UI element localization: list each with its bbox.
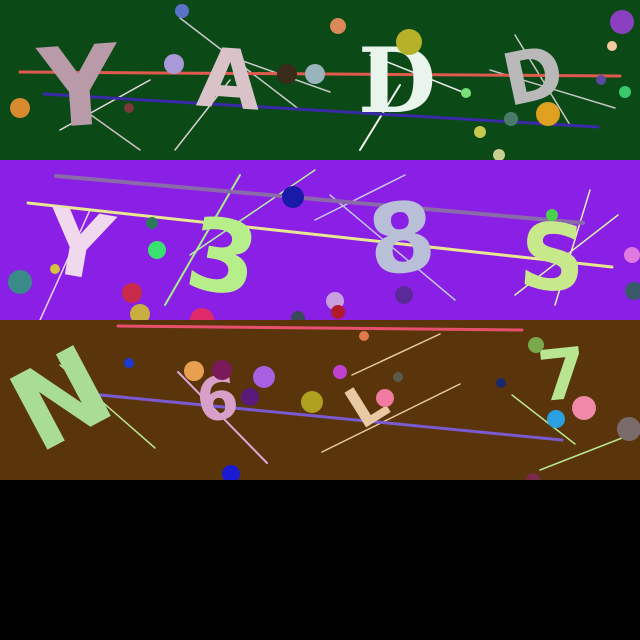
captcha-row-3: N 6 L 7	[0, 320, 640, 480]
noise-dot	[617, 417, 640, 441]
noise-dot	[546, 209, 558, 221]
noise-dot	[184, 361, 204, 381]
captcha-char: Y	[33, 20, 125, 153]
noise-line	[314, 174, 406, 221]
captcha-row-1-canvas: Y A D D	[0, 0, 640, 160]
noise-dot	[277, 64, 297, 84]
noise-dot	[359, 331, 369, 341]
noise-line	[511, 394, 576, 445]
noise-line	[351, 333, 441, 376]
noise-line	[26, 201, 614, 269]
noise-line	[514, 34, 571, 126]
noise-dot	[212, 360, 232, 380]
noise-line	[539, 437, 623, 471]
noise-dot	[504, 112, 518, 126]
row-3-noise-dots	[124, 331, 640, 480]
noise-dot	[253, 366, 275, 388]
noise-line	[329, 194, 456, 301]
noise-dot	[331, 305, 345, 319]
noise-dot	[124, 103, 134, 113]
noise-dot	[625, 282, 640, 300]
noise-dot	[122, 283, 142, 303]
noise-dot	[619, 86, 631, 98]
noise-dot	[241, 388, 259, 406]
row-1-noise-dots	[10, 4, 634, 160]
noise-line	[177, 371, 268, 464]
captcha-row-1: Y A D D	[0, 0, 640, 160]
noise-dot	[572, 396, 596, 420]
noise-line	[554, 189, 591, 306]
noise-dot	[395, 286, 413, 304]
noise-line	[189, 169, 316, 256]
noise-dot	[175, 4, 189, 18]
noise-dot	[148, 241, 166, 259]
noise-dot	[393, 372, 403, 382]
noise-dot	[10, 98, 30, 118]
noise-dot	[282, 186, 304, 208]
noise-line	[174, 79, 231, 151]
noise-line	[59, 79, 151, 131]
noise-line	[164, 174, 241, 306]
noise-dot	[8, 270, 32, 294]
noise-dot	[536, 102, 560, 126]
noise-dot	[596, 75, 606, 85]
noise-dot	[190, 308, 214, 320]
noise-dot	[146, 217, 158, 229]
noise-dot	[526, 473, 540, 480]
noise-dot	[330, 18, 346, 34]
noise-dot	[624, 247, 640, 263]
noise-dot	[547, 410, 565, 428]
noise-dot	[50, 264, 60, 274]
noise-dot	[607, 41, 617, 51]
noise-dot	[222, 465, 240, 480]
row-2-noise-lines	[26, 169, 619, 320]
noise-line	[59, 364, 156, 449]
noise-line	[321, 383, 461, 453]
noise-dot	[493, 149, 505, 160]
captcha-char: A	[194, 31, 264, 130]
noise-dot	[301, 391, 323, 413]
row-1-characters: Y A D D	[33, 20, 571, 153]
noise-line	[54, 174, 585, 225]
row-2-background	[0, 160, 640, 320]
noise-line	[39, 209, 91, 320]
noise-line	[179, 17, 301, 111]
row-3-noise-lines	[59, 324, 623, 471]
noise-dot	[461, 88, 471, 98]
noise-dot	[396, 29, 422, 55]
noise-dot	[496, 378, 506, 388]
noise-dot	[164, 54, 184, 74]
empty-area	[0, 480, 640, 640]
captcha-row-2: Y 3 8 S	[0, 160, 640, 320]
noise-line	[514, 214, 619, 296]
noise-dot	[474, 126, 486, 138]
noise-line	[78, 391, 564, 442]
noise-dot	[305, 64, 325, 84]
noise-dot	[528, 337, 544, 353]
row-2-noise-dots	[8, 186, 640, 320]
captcha-row-3-canvas: N 6 L 7	[0, 320, 640, 480]
captcha-row-2-canvas: Y 3 8 S	[0, 160, 640, 320]
noise-dot	[291, 311, 305, 320]
noise-dot	[124, 358, 134, 368]
noise-dot	[376, 389, 394, 407]
noise-dot	[610, 10, 634, 34]
noise-line	[116, 324, 524, 332]
noise-dot	[333, 365, 347, 379]
noise-line	[359, 84, 401, 151]
captcha-char: 8	[363, 180, 441, 298]
noise-line	[69, 99, 141, 151]
noise-dot	[130, 304, 150, 320]
